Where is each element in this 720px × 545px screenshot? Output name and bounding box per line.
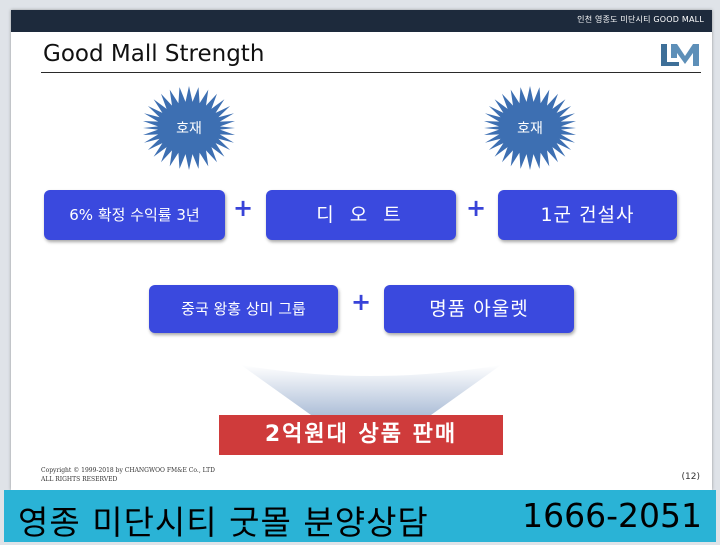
down-arrow-icon [241, 365, 501, 415]
good-mall-logo-icon [659, 42, 701, 68]
plus-sign: + [351, 288, 372, 316]
feature-box-diot: 디 오 트 [266, 190, 456, 240]
starburst-label: 호재 [517, 121, 543, 137]
consultation-banner: 영종 미단시티 굿몰 분양상담 1666-2051 [4, 490, 716, 542]
result-banner: 2억원대 상품 판매 [219, 415, 503, 455]
title-divider [41, 72, 701, 73]
plus-sign: + [233, 194, 254, 222]
top-bar-text: 인천 영종도 미단시티 GOOD MALL [577, 15, 704, 24]
slide-top-bar: 인천 영종도 미단시티 GOOD MALL [11, 10, 712, 32]
starburst-icon [484, 86, 576, 170]
starburst-icon [143, 86, 235, 170]
starburst-badge: 호재 [484, 82, 576, 174]
feature-box-construction: 1군 건설사 [498, 190, 677, 240]
presentation-slide: 인천 영종도 미단시티 GOOD MALL Good Mall Strength… [11, 10, 712, 490]
feature-box-outlet: 명품 아울렛 [384, 285, 574, 333]
feature-box-guaranteed-return: 6% 확정 수익률 3년 [44, 190, 225, 240]
feature-box-china-group: 중국 왕홍 상미 그룹 [149, 285, 338, 333]
slide-title: Good Mall Strength [43, 41, 265, 67]
copyright-line: ALL RIGHTS RESERVED [41, 476, 118, 483]
plus-sign: + [466, 194, 487, 222]
banner-phone: 1666-2051 [522, 496, 702, 535]
banner-text: 영종 미단시티 굿몰 분양상담 [18, 503, 429, 542]
starburst-badge: 호재 [143, 82, 235, 174]
page-number: (12) [681, 472, 700, 482]
copyright-line: Copyright © 1999-2018 by CHANGWOO FM&E C… [41, 467, 215, 474]
copyright-text: Copyright © 1999-2018 by CHANGWOO FM&E C… [41, 466, 215, 484]
starburst-label: 호재 [176, 121, 202, 137]
